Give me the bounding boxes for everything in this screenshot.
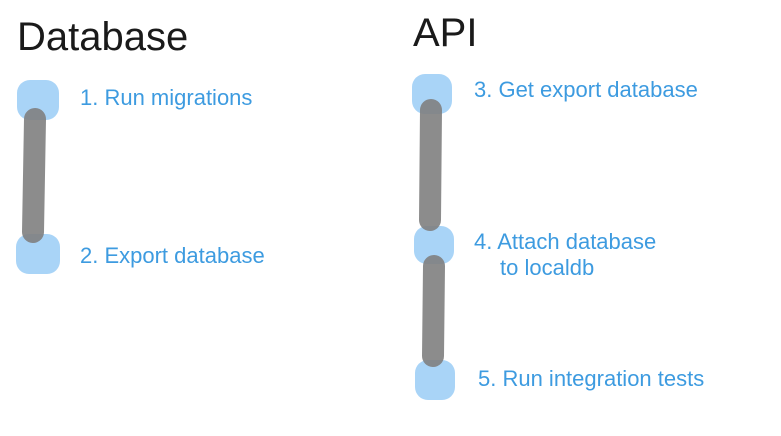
step-4-label-line-1: 4. Attach database <box>474 229 657 254</box>
step-5-label: 5. Run integration tests <box>478 366 705 391</box>
node-run-integration-tests <box>415 360 455 400</box>
step-4-label-line-2: to localdb <box>500 255 595 280</box>
node-attach-database <box>414 226 454 264</box>
step-3-label: 3. Get export database <box>474 77 698 102</box>
step-2-label: 2. Export database <box>80 243 265 268</box>
connector-3-4 <box>419 99 442 231</box>
api-title: API <box>413 11 478 55</box>
node-export-database <box>16 234 60 274</box>
database-title: Database <box>17 15 189 59</box>
node-run-migrations <box>17 80 59 120</box>
connector-4-5 <box>422 255 445 367</box>
step-1-label: 1. Run migrations <box>80 85 253 110</box>
connector-1-2 <box>22 108 46 243</box>
